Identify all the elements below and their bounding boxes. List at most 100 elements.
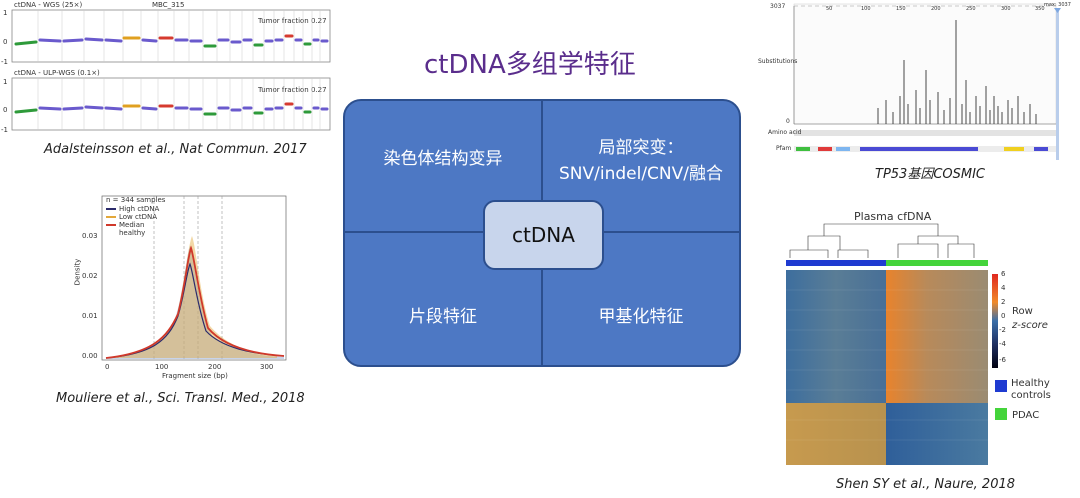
legend-entry: Low ctDNA (119, 213, 158, 221)
amino-acid-track (794, 130, 1056, 136)
density-low-band (112, 236, 277, 358)
cosmic-y-zero: 0 (786, 118, 790, 125)
y-tick: 0.00 (82, 352, 98, 360)
density-plot-svg (101, 195, 287, 361)
density-high-line (105, 262, 285, 359)
scale-tick: -2 (999, 326, 1006, 334)
quadrant-label: 片段特征 (409, 306, 477, 327)
legend-entry: Median (119, 221, 145, 229)
tumor-fraction-label: Tumor fraction 0.27 (258, 86, 327, 94)
quadrant-diagram: 染色体结构变异 局部突变： SNV/indel/CNV/融合 片段特征 甲基化特… (343, 99, 741, 367)
y-tick: 0 (3, 38, 8, 46)
cosmic-figure: 3037 0 Substitutions max: 3037 Amino aci… (758, 0, 1080, 160)
cosmic-row-amino: Amino acid (768, 129, 802, 136)
x-tick: 100 (155, 363, 169, 371)
quadrant-label: 染色体结构变异 (383, 148, 503, 169)
zscore-colorbar (992, 274, 998, 368)
pfam-domain (860, 147, 978, 151)
wgs-plots-svg (11, 9, 331, 131)
density-axes-frame (101, 195, 287, 361)
quadrant-label: SNV/indel/CNV/融合 (558, 164, 723, 184)
scale-subtitle: z-score (1012, 320, 1048, 331)
quadrant-local-mutation: 局部突变： SNV/indel/CNV/融合 (541, 99, 741, 233)
caption-mouliere: Mouliere et al., Sci. Transl. Med., 2018 (56, 391, 305, 406)
heatmap-block (786, 403, 886, 465)
heatmap-texture (786, 289, 988, 441)
ulp-header: ctDNA - ULP-WGS (0.1×) (14, 69, 100, 77)
caption-adalsteinsson: Adalsteinsson et al., Nat Commun. 2017 (44, 142, 307, 157)
cosmic-bg (793, 3, 1057, 125)
cosmic-x-tick: 50 (826, 6, 833, 12)
legend-entry: healthy (119, 229, 146, 237)
legend-title: n = 344 samples (106, 196, 166, 204)
legend-entry: High ctDNA (119, 205, 160, 213)
quadrant-label: 局部突变： (598, 137, 684, 158)
density-healthy-band (106, 246, 284, 359)
scale-tick: 4 (1001, 284, 1006, 292)
heatmap-svg (786, 223, 1007, 465)
wgs-chrom-dividers (37, 10, 321, 62)
cosmic-x-tick: 200 (931, 6, 941, 12)
page-title: ctDNA多组学特征 (424, 50, 636, 80)
cosmic-ylabel: Substitutions (758, 58, 798, 65)
scale-tick: -6 (999, 356, 1006, 364)
heatmap-block (886, 270, 988, 403)
cosmic-x-tick: 250 (966, 6, 976, 12)
heatmap-title: Plasma cfDNA (854, 210, 932, 223)
y-tick: 1 (3, 9, 8, 17)
heatmap-block (786, 270, 886, 403)
scale-tick: 6 (1001, 270, 1006, 278)
legend-swatch-healthy (995, 380, 1007, 392)
wgs-segments (14, 34, 329, 48)
pfam-domain (1004, 147, 1024, 151)
x-tick: 0 (105, 363, 110, 371)
y-axis-label: Density (73, 258, 82, 286)
center-ctdna-box: ctDNA (483, 200, 604, 270)
cosmic-max: max: 3037 (1044, 2, 1071, 8)
heatmap-figure: Plasma cfDNA (778, 210, 1080, 468)
wgs-sample-id: MBC_315 (152, 1, 185, 9)
scale-tick: 2 (1001, 298, 1006, 306)
density-figure: n = 344 samples High ctDNA Low ctDNA Med… (72, 186, 292, 386)
y-tick: -1 (1, 126, 8, 134)
group-bar-pdac (886, 260, 988, 266)
y-tick: -1 (1, 58, 8, 66)
x-tick: 200 (208, 363, 222, 371)
wgs-figure: ctDNA - WGS (25×) MBC_315 ctDNA - ULP-WG… (0, 0, 335, 140)
y-tick: 0.03 (82, 232, 98, 240)
y-tick: 0 (3, 106, 8, 114)
ulp-plot-frame (11, 77, 331, 131)
pfam-domain (818, 147, 832, 151)
legend-label-pdac: PDAC (1012, 410, 1040, 421)
wgs-header: ctDNA - WGS (25×) (14, 1, 83, 9)
legend-label-healthy: Healthy controls (1011, 378, 1051, 401)
dendrogram (789, 223, 975, 258)
cosmic-plot-svg (793, 3, 1061, 160)
pfam-domain (796, 147, 810, 151)
scale-bar (1056, 10, 1059, 160)
ulp-segments (14, 102, 329, 116)
caption-shen: Shen SY et al., Naure, 2018 (836, 477, 1016, 492)
scale-tick: 0 (1001, 312, 1006, 320)
y-tick: 0.01 (82, 312, 98, 320)
cosmic-row-pfam: Pfam (776, 145, 792, 152)
quadrant-label: 甲基化特征 (598, 306, 684, 327)
heatmap-block (886, 403, 988, 465)
quadrant-structural-variation: 染色体结构变异 (343, 99, 543, 233)
cosmic-x-tick: 350 (1035, 6, 1045, 12)
density-legend-swatches (106, 208, 116, 226)
pfam-domain (836, 147, 850, 151)
wgs-plot-frame (11, 9, 331, 63)
pfam-domain (1034, 147, 1048, 151)
x-tick: 300 (260, 363, 274, 371)
legend-swatch-pdac (995, 408, 1007, 420)
cosmic-mutation-bars (877, 20, 1037, 124)
scale-tick: -4 (999, 340, 1006, 348)
y-tick: 1 (3, 78, 8, 86)
center-label: ctDNA (512, 223, 575, 247)
cosmic-x-tick: 300 (1001, 6, 1011, 12)
caption-tp53: TP53基因COSMIC (875, 167, 986, 182)
tumor-fraction-label: Tumor fraction 0.27 (258, 17, 327, 25)
group-bar-healthy (786, 260, 886, 266)
cosmic-x-tick: 150 (896, 6, 906, 12)
